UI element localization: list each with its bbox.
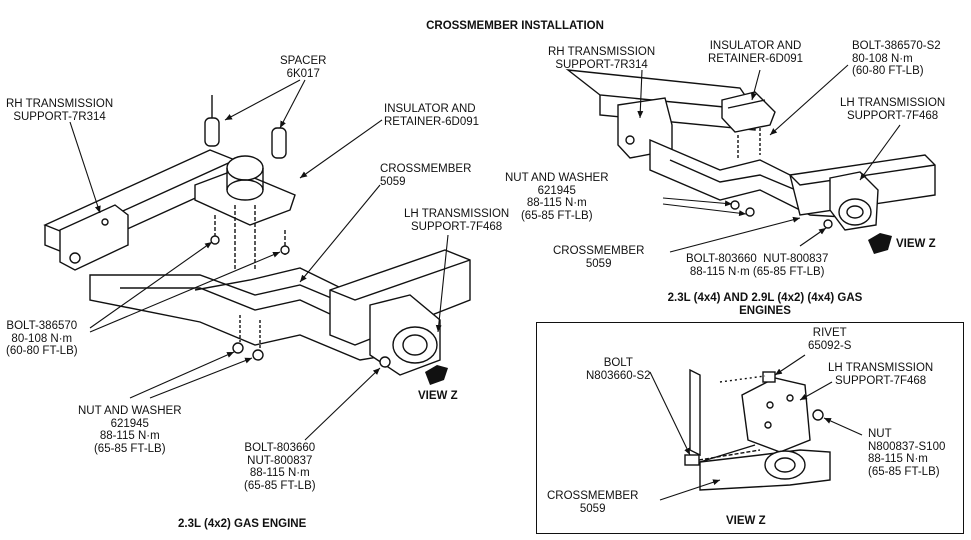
- view-z-inset-frame: [536, 322, 964, 534]
- left-label-spacer: SPACER 6K017: [280, 55, 327, 80]
- left-label-lh-support: LH TRANSMISSION SUPPORT-7F468: [404, 208, 510, 233]
- right-caption: 2.3L (4x4) AND 2.9L (4x2) (4x4) GAS ENGI…: [667, 292, 863, 317]
- right-assembly: [565, 69, 936, 231]
- inset-label-lh-support: LH TRANSMISSION SUPPORT-7F468: [828, 362, 934, 387]
- left-label-nut-washer: NUT AND WASHER 621945 88-115 N·m (65-85 …: [78, 405, 182, 455]
- left-caption: 2.3L (4x2) GAS ENGINE: [178, 518, 307, 530]
- left-view-z-arrow: [425, 365, 448, 385]
- right-label-bolt-nut: BOLT-803660 NUT-800837 88-115 N·m (65-85…: [686, 253, 829, 278]
- right-view-z-arrow: [868, 233, 892, 254]
- left-assembly: [43, 95, 471, 376]
- left-leaders: [69, 79, 449, 441]
- inset-leaders: [649, 354, 863, 501]
- right-label-bolt-386570: BOLT-386570-S2 80-108 N·m (60-80 FT-LB): [852, 40, 941, 77]
- left-label-rh-support: RH TRANSMISSION SUPPORT-7R314: [6, 98, 114, 123]
- right-label-crossmember: CROSSMEMBER 5059: [553, 245, 645, 270]
- left-label-insulator: INSULATOR AND RETAINER-6D091: [384, 103, 480, 128]
- right-label-view-z: VIEW Z: [896, 238, 936, 250]
- left-label-view-z: VIEW Z: [418, 390, 458, 402]
- right-label-nut-washer: NUT AND WASHER 621945 88-115 N·m (65-85 …: [505, 172, 609, 222]
- inset-label-bolt: BOLT N803660-S2: [586, 357, 651, 382]
- inset-label-rivet: RIVET 65092-S: [808, 327, 852, 352]
- left-label-crossmember: CROSSMEMBER 5059: [380, 163, 472, 188]
- right-label-insulator: INSULATOR AND RETAINER-6D091: [708, 40, 804, 65]
- left-label-bolt-803660: BOLT-803660 NUT-800837 88-115 N·m (65-85…: [244, 442, 316, 492]
- diagram-title: CROSSMEMBER INSTALLATION: [426, 20, 604, 32]
- right-leaders: [637, 64, 901, 253]
- left-label-bolt-386570: BOLT-386570 80-108 N·m (60-80 FT-LB): [6, 320, 78, 357]
- inset-assembly: [684, 368, 831, 491]
- right-label-lh-support: LH TRANSMISSION SUPPORT-7F468: [840, 97, 946, 122]
- right-label-rh-support: RH TRANSMISSION SUPPORT-7R314: [548, 46, 656, 71]
- inset-label-crossmember: CROSSMEMBER 5059: [547, 490, 639, 515]
- inset-caption: VIEW Z: [726, 515, 766, 527]
- inset-label-nut: NUT N800837-S100 88-115 N·m (65-85 FT-LB…: [868, 428, 946, 478]
- right-insulator: [721, 91, 776, 133]
